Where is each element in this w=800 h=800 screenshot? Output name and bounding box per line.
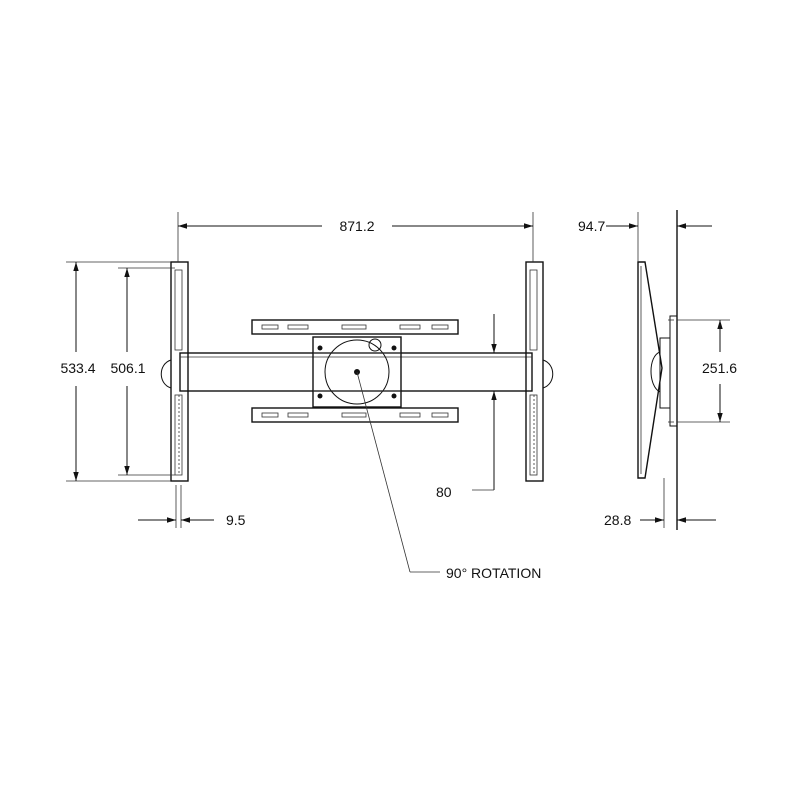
front-view: 871.2 533.4 506.1 9.5 — [60, 212, 554, 581]
rotation-label: 90° ROTATION — [446, 565, 541, 581]
plate-height-label: 251.6 — [702, 360, 737, 376]
plate-offset-label: 80 — [436, 484, 452, 500]
inner-height-label: 506.1 — [110, 360, 145, 376]
rotation-hub — [312, 336, 402, 408]
depth-label: 94.7 — [578, 218, 605, 234]
dim-plate-height: 251.6 — [677, 319, 737, 423]
rail-thickness-label: 9.5 — [226, 512, 246, 528]
dim-plate-offset: 80 — [436, 314, 497, 500]
outer-height-label: 533.4 — [60, 360, 95, 376]
rotation-callout: 90° ROTATION — [356, 371, 541, 581]
dim-inner-height: 506.1 — [110, 267, 175, 476]
min-depth-label: 28.8 — [604, 512, 631, 528]
dim-outer-height: 533.4 — [60, 261, 171, 482]
overall-width-label: 871.2 — [339, 218, 374, 234]
side-panel — [637, 261, 663, 479]
lower-mounting-bracket — [251, 407, 459, 423]
upper-mounting-bracket — [251, 319, 459, 335]
side-view: 94.7 251.6 28.8 — [578, 210, 737, 530]
dim-overall-width: 871.2 — [177, 212, 534, 262]
right-vertical-rail — [525, 261, 554, 482]
left-vertical-rail — [160, 261, 189, 482]
dim-min-depth: 28.8 — [604, 478, 716, 528]
dim-rail-thickness: 9.5 — [138, 485, 246, 528]
dim-depth: 94.7 — [578, 212, 712, 262]
side-arm — [650, 315, 678, 427]
